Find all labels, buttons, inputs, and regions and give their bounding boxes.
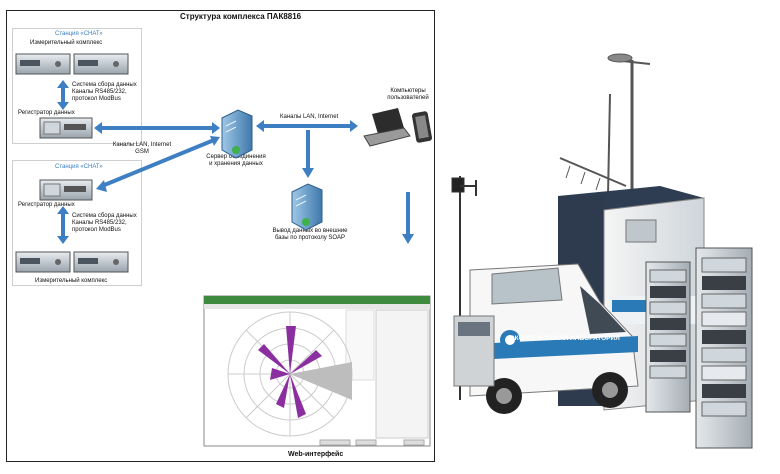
equipment-illustration: ЭКОЛОГИЧЕСКАЯ ЛАБОРАТОРИЯ [451,53,753,449]
server-icon [221,109,253,159]
wind-rose-petals [258,326,322,418]
diagram-graphics [15,53,433,447]
station-label-bottom: Станция «СНАТ» [55,164,103,170]
diagram-title: Структура комплекса ПАК8816 [180,12,302,21]
weather-mast [559,53,651,197]
link-lan-label: Каналы LAN, Internet [280,114,339,120]
laboratory-van [453,263,639,414]
web-interface-label: Web-интерфейс [288,451,344,458]
equipment-rack-2 [695,247,753,449]
users-label: Компьютеры пользователей [387,88,429,101]
laptop-icon [363,108,411,147]
meter-label-bottom: Измерительный комплекс [35,278,108,284]
meter-device-bottom-2 [73,251,129,273]
tablet-icon [411,111,433,143]
web-interface-screenshot [203,295,431,447]
registrar-device-bottom [39,179,93,201]
collection-text-top: Система сбора данных Каналы RS485/232, п… [72,82,137,102]
registrar-label-top: Регистратор данных [18,110,75,116]
station-label-top: Станция «СНАТ» [55,31,103,37]
van-side-text: ЭКОЛОГИЧЕСКАЯ ЛАБОРАТОРИЯ [510,335,620,342]
arrows [57,80,414,244]
export-label: Вывод данных во внешние базы по протокол… [272,228,348,241]
meter-device-bottom-1 [15,251,71,273]
meter-device-top-1 [15,53,71,75]
collection-text-bottom: Система сбора данных Каналы RS485/232, п… [72,213,137,233]
meter-label-top: Измерительный комплекс [30,40,103,46]
meter-device-top-2 [73,53,129,75]
link-lan-gsm-label: Каналы LAN, Internet GSM [112,142,172,155]
export-server-icon [291,183,323,231]
registrar-device-top [39,117,93,139]
equipment-rack-1 [645,261,691,413]
registrar-label-bottom: Регистратор данных [18,202,75,208]
